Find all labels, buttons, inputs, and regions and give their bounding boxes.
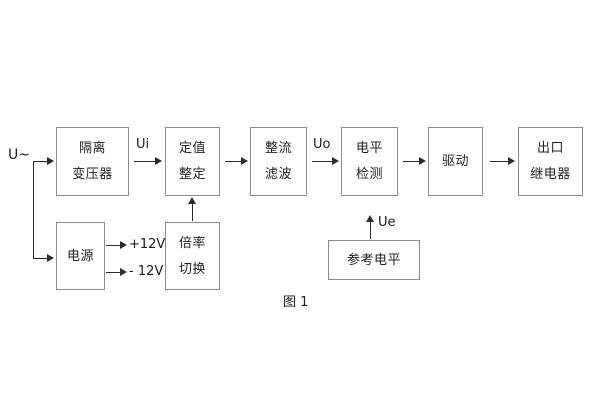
- rail-positive-arrowhead: [120, 241, 127, 249]
- signal-label-ue: Ue: [378, 215, 396, 230]
- arrow-isolation-to-setting-head: [155, 157, 162, 165]
- block-output-relay[interactable]: 出口 继电器: [518, 127, 583, 196]
- input-branch-top-arrowhead: [47, 157, 54, 165]
- block-isolation-transformer[interactable]: 隔离 变压器: [56, 127, 129, 196]
- input-signal-label: U~: [8, 147, 30, 163]
- arrow-reference-to-level-head: [366, 215, 374, 222]
- block-level-detect[interactable]: 电平 检测: [341, 127, 398, 196]
- block-output-relay-line1: 出口: [536, 141, 564, 156]
- block-level-detect-line1: 电平: [355, 141, 383, 156]
- block-level-detect-line2: 检测: [355, 167, 383, 182]
- rail-negative-line: [106, 272, 122, 273]
- signal-label-uo: Uo: [313, 137, 331, 152]
- block-ratio-switch-line2: 切换: [178, 261, 206, 277]
- input-branch-bottom-lead: [33, 258, 49, 259]
- block-rectify-filter-line2: 滤波: [264, 167, 292, 182]
- block-rectify-filter-line1: 整流: [264, 141, 292, 156]
- block-reference-level-line1: 参考电平: [346, 252, 401, 268]
- block-ratio-switch-line1: 倍率: [178, 235, 206, 251]
- block-setting-value[interactable]: 定值 整定: [165, 127, 220, 196]
- arrow-drive-to-relay-line: [490, 161, 510, 162]
- arrow-level-to-drive-line: [403, 161, 421, 162]
- arrow-drive-to-relay-head: [508, 157, 515, 165]
- input-branch-bottom-arrowhead: [47, 254, 54, 262]
- block-power-supply-line1: 电源: [66, 248, 94, 264]
- block-setting-value-line2: 整定: [178, 167, 206, 182]
- block-output-relay-line2: 继电器: [530, 167, 571, 182]
- rail-positive-line: [106, 245, 122, 246]
- block-ratio-switch[interactable]: 倍率 切换: [165, 222, 220, 290]
- arrow-ratio-to-setting-head: [188, 197, 196, 204]
- rail-negative-arrowhead: [120, 268, 127, 276]
- arrow-reference-to-level-line: [370, 222, 371, 239]
- arrow-setting-to-rectify-line: [225, 161, 243, 162]
- block-setting-value-line1: 定值: [178, 141, 206, 156]
- block-drive[interactable]: 驱动: [428, 127, 483, 196]
- block-isolation-transformer-line2: 变压器: [72, 167, 113, 182]
- block-reference-level[interactable]: 参考电平: [328, 240, 420, 280]
- arrow-setting-to-rectify-head: [241, 157, 248, 165]
- arrow-level-to-drive-head: [419, 157, 426, 165]
- arrow-rectify-to-level-head: [332, 157, 339, 165]
- block-drive-line1: 驱动: [441, 154, 469, 169]
- block-isolation-transformer-line1: 隔离: [78, 141, 106, 156]
- rail-negative-label: - 12V: [129, 264, 164, 279]
- arrow-ratio-to-setting-line: [192, 204, 193, 221]
- input-branch-trunk: [33, 161, 34, 259]
- arrow-isolation-to-setting-line: [134, 161, 157, 162]
- signal-label-ui: Ui: [136, 137, 150, 152]
- block-power-supply[interactable]: 电源: [56, 222, 105, 290]
- input-branch-top-lead: [33, 161, 49, 162]
- figure-caption: 图 1: [283, 295, 309, 310]
- rail-positive-label: +12V: [129, 237, 166, 252]
- block-rectify-filter[interactable]: 整流 滤波: [250, 127, 307, 196]
- arrow-rectify-to-level-line: [312, 161, 334, 162]
